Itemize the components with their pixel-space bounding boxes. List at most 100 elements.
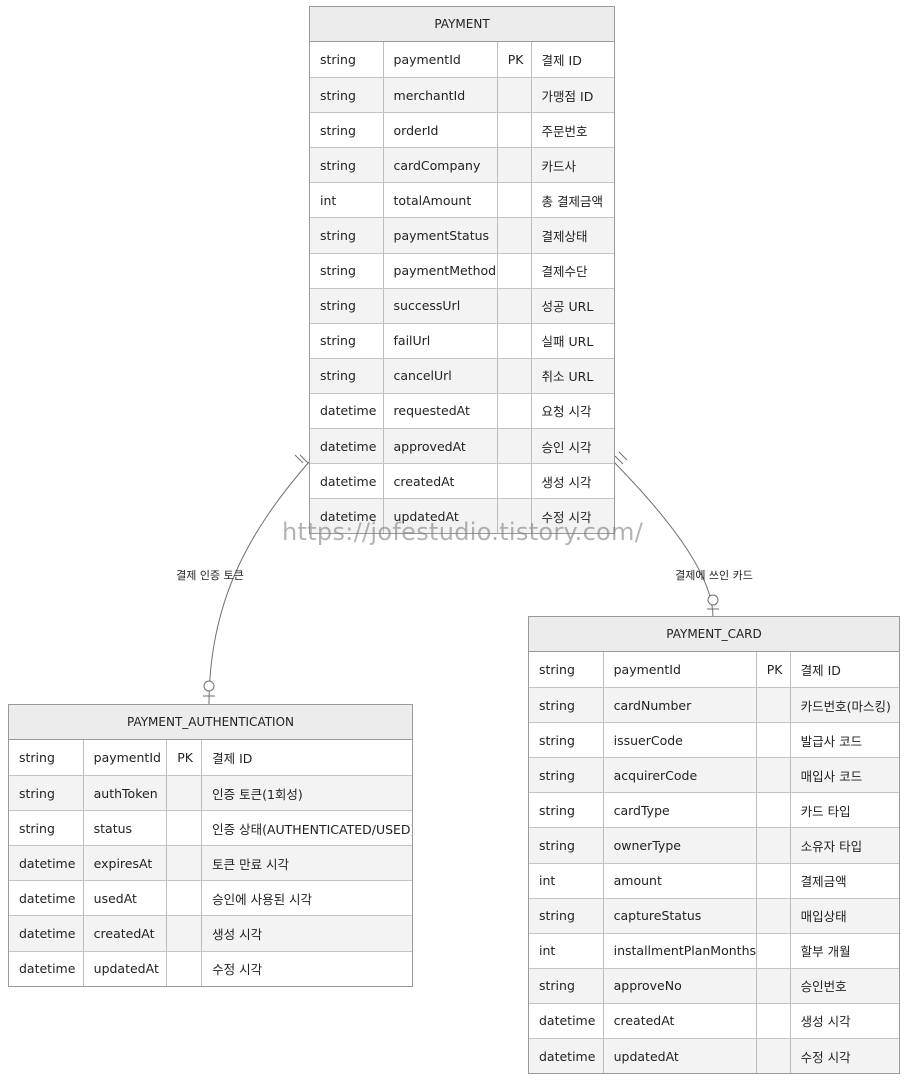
- attribute-row: datetime createdAt 생성 시각: [9, 915, 412, 951]
- relationship-auth-line: [208, 461, 310, 706]
- attr-key: PK: [496, 42, 531, 78]
- attr-type: datetime: [320, 508, 377, 524]
- attr-key: [755, 1039, 790, 1074]
- attr-name: cardCompany: [382, 148, 497, 183]
- attr-key: [496, 429, 531, 464]
- attr-key: [496, 393, 531, 429]
- attr-comment: 인증 토큰(1회성): [201, 776, 412, 811]
- attr-key: [496, 499, 531, 534]
- entity-title: PAYMENT_CARD: [529, 617, 899, 652]
- attr-comment: 결제 ID: [530, 42, 614, 78]
- exactly-one-marker: [294, 454, 304, 464]
- attr-key: [496, 253, 531, 288]
- attr-name: usedAt: [82, 881, 167, 916]
- attr-key: [496, 183, 531, 218]
- attr-comment: 실패 URL: [530, 323, 614, 358]
- attr-comment: 결제수단: [530, 253, 614, 288]
- attr-name: status: [82, 811, 167, 846]
- attr-key: [755, 898, 790, 933]
- attr-key: [755, 933, 790, 968]
- attr-name: createdAt: [602, 1003, 756, 1039]
- attr-type: string: [539, 767, 575, 783]
- attr-comment: 결제금액: [789, 863, 899, 898]
- attr-key: [496, 148, 531, 183]
- attr-comment: 매입사 코드: [789, 758, 899, 793]
- attr-type: string: [320, 87, 356, 103]
- attr-comment: 결제상태: [530, 218, 614, 253]
- attr-comment: 인증 상태(AUTHENTICATED/USED): [201, 811, 412, 846]
- attr-key: PK: [166, 740, 201, 776]
- attr-type: datetime: [320, 403, 377, 419]
- attr-key: [755, 758, 790, 793]
- attr-type: datetime: [539, 1048, 596, 1064]
- attr-type: datetime: [19, 961, 76, 977]
- attr-key: [496, 218, 531, 253]
- attr-comment: 매입상태: [789, 898, 899, 933]
- zero-or-one-marker: [707, 594, 719, 606]
- attr-name: orderId: [382, 113, 497, 148]
- attr-name: ownerType: [602, 828, 756, 863]
- attr-key: [755, 863, 790, 898]
- exactly-one-marker: [614, 455, 624, 465]
- attr-key: [496, 464, 531, 499]
- relationship-card: [613, 451, 719, 618]
- attr-name: approveNo: [602, 968, 756, 1003]
- attr-type: datetime: [320, 438, 377, 454]
- attr-comment: 주문번호: [530, 113, 614, 148]
- attr-type: string: [539, 732, 575, 748]
- attr-type: datetime: [19, 926, 76, 942]
- attr-name: acquirerCode: [602, 758, 756, 793]
- attr-name: cardNumber: [602, 688, 756, 723]
- attr-type: string: [19, 750, 55, 766]
- attr-type: int: [539, 873, 556, 889]
- attr-name: createdAt: [382, 464, 497, 499]
- attr-name: successUrl: [382, 288, 497, 323]
- exactly-one-marker: [299, 454, 309, 464]
- attr-name: paymentId: [382, 42, 497, 78]
- relationship-auth: [203, 454, 310, 706]
- exactly-one-marker: [618, 451, 628, 461]
- attribute-row: int amount 결제금액: [529, 862, 899, 898]
- attr-type: string: [539, 662, 575, 678]
- attr-type: string: [539, 802, 575, 818]
- attr-name: amount: [602, 863, 756, 898]
- attr-name: updatedAt: [382, 499, 497, 534]
- attr-comment: 성공 URL: [530, 288, 614, 323]
- attr-comment: 수정 시각: [530, 499, 614, 534]
- attr-name: createdAt: [82, 916, 167, 951]
- attr-name: paymentStatus: [382, 218, 497, 253]
- attr-name: paymentId: [602, 652, 756, 688]
- attr-name: requestedAt: [382, 393, 497, 429]
- attr-key: [496, 113, 531, 148]
- attribute-row: string acquirerCode 매입사 코드: [529, 757, 899, 793]
- attr-name: cancelUrl: [382, 358, 497, 393]
- relationship-card-label: 결제에 쓰인 카드: [675, 569, 753, 582]
- relationship-auth-label: 결제 인증 토큰: [176, 569, 244, 582]
- attr-name: captureStatus: [602, 898, 756, 933]
- attr-key: [166, 811, 201, 846]
- attr-comment: 생성 시각: [201, 916, 412, 951]
- attr-comment: 결제 ID: [789, 652, 899, 688]
